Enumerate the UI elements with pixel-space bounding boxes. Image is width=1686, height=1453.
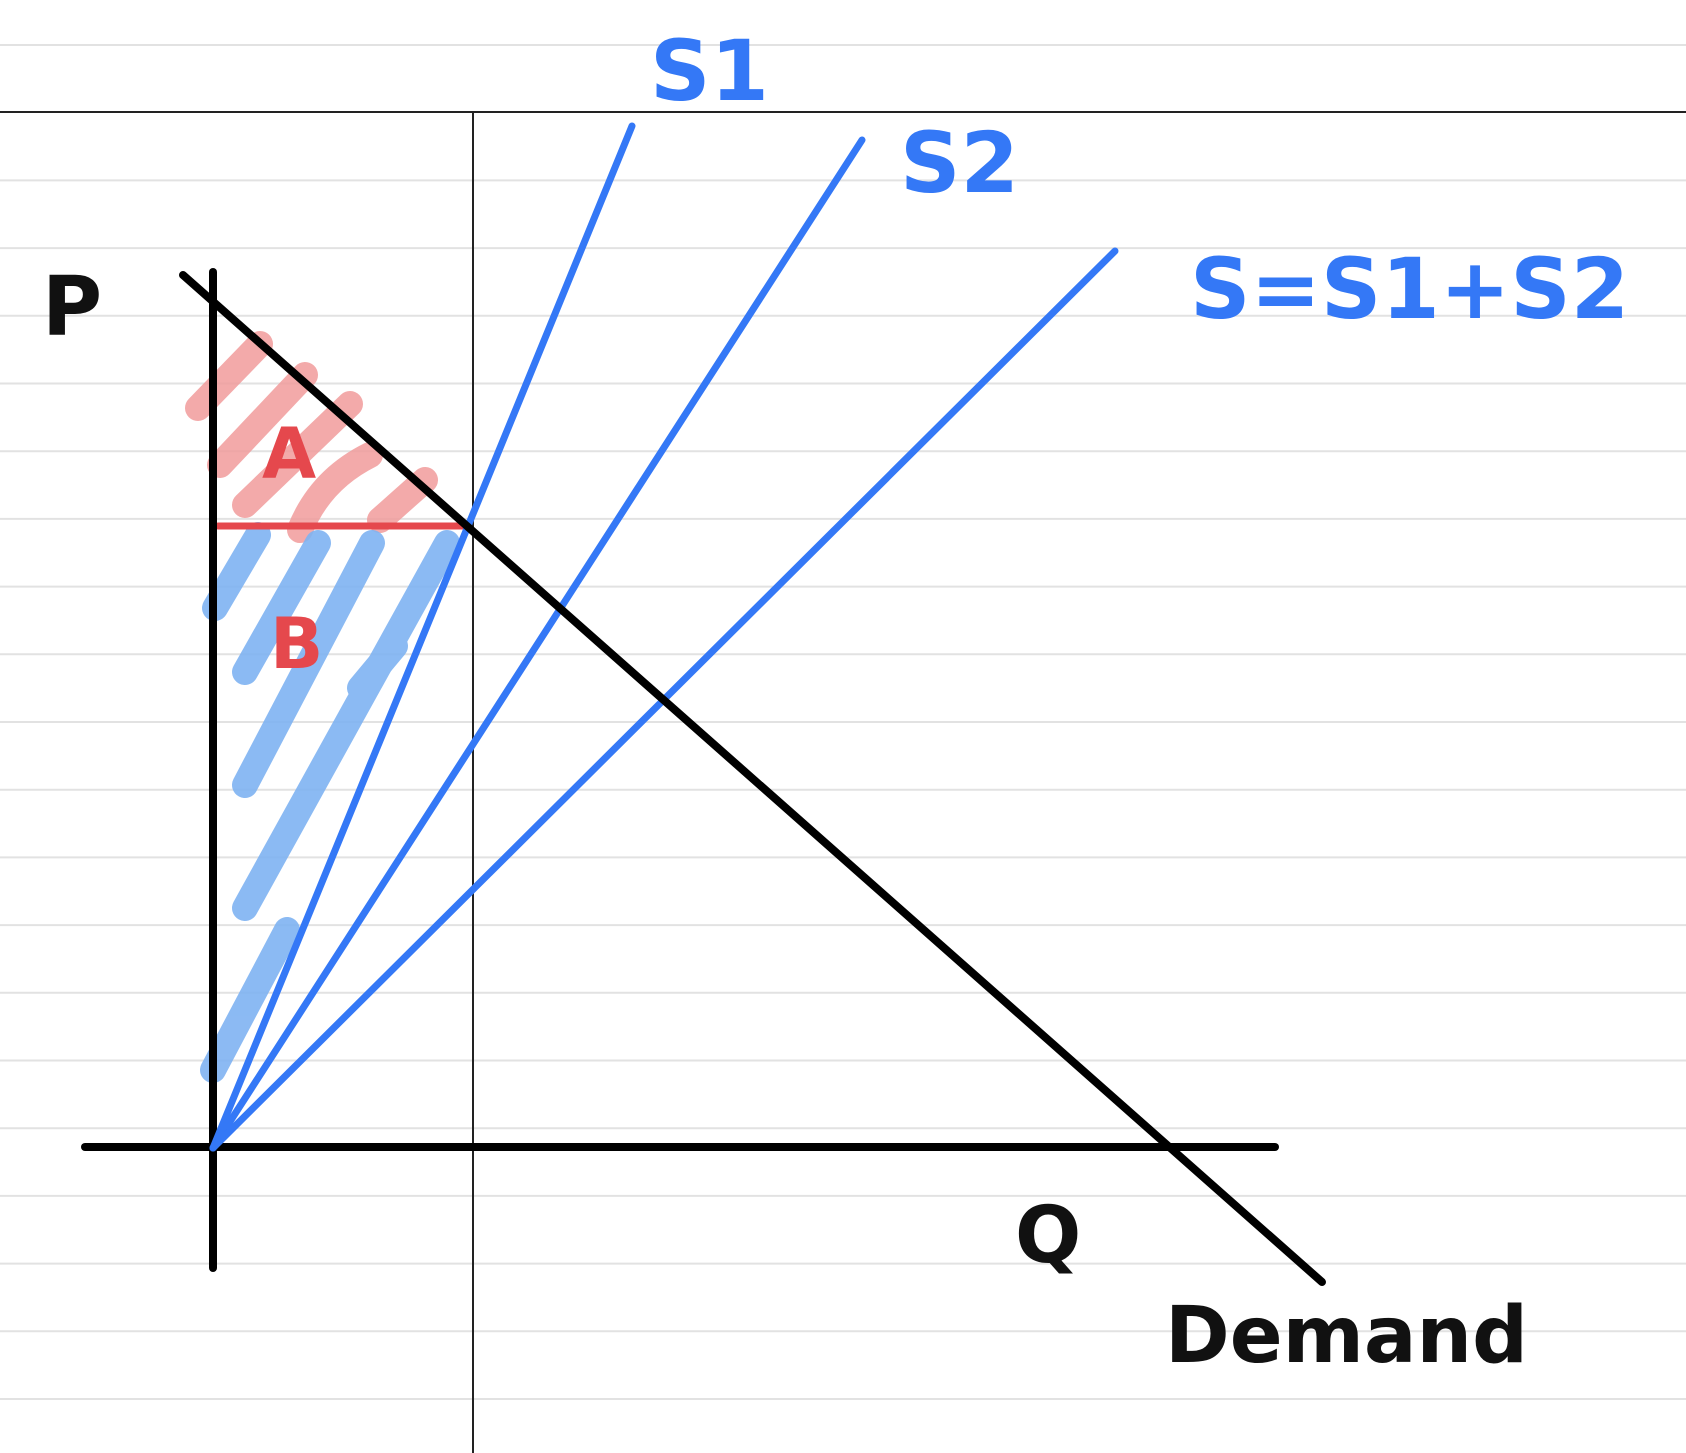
supply-curve-s2	[209, 136, 866, 1152]
demand-curve	[179, 271, 1326, 1286]
price-axis-label: P	[42, 260, 102, 355]
area-b-hatch	[200, 522, 460, 1083]
demand-label: Demand	[1165, 1291, 1528, 1381]
supply-curve-s1	[209, 122, 636, 1152]
quantity-axis-label: Q	[1015, 1191, 1081, 1281]
supply-2-label: S2	[900, 114, 1019, 212]
area-a-label: A	[262, 413, 316, 495]
area-b-label: B	[270, 603, 323, 685]
total-supply-label: S=S1+S2	[1190, 240, 1629, 338]
supply-1-label: S1	[650, 22, 769, 120]
